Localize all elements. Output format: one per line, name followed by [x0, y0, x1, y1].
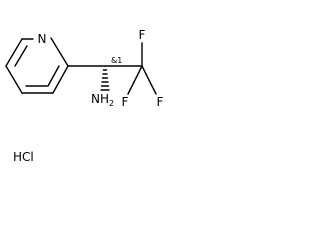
bond-ring-c5-c6: [5, 38, 23, 67]
atom-fluorine-top: F: [139, 28, 146, 42]
atom-ring-nitrogen: N: [38, 32, 47, 46]
stereo-label: &1: [111, 56, 122, 65]
bond-c-f-left: [127, 65, 143, 95]
hashed-wedge-bond: [100, 69, 110, 91]
atom-fluorine-left: F: [122, 95, 129, 109]
bond-ring-double-2: [14, 45, 28, 67]
atom-fluorine-right: F: [157, 95, 164, 109]
amine-nh-text: NH: [91, 92, 109, 106]
chemical-structure: N F F F &1 NH2 HCl: [5, 28, 164, 164]
bond-ring-c4-c5: [5, 65, 23, 94]
amine-subscript: 2: [109, 99, 114, 108]
pyridine-ring: [5, 37, 69, 94]
salt-label: HCl: [13, 150, 34, 164]
bond-ring-n-c2: [50, 37, 69, 67]
bond-c-f-right: [141, 65, 157, 95]
atom-amine: NH2: [91, 92, 114, 108]
bond-ring-c2-c3: [52, 65, 69, 94]
bond-ring-double-1: [47, 65, 60, 87]
